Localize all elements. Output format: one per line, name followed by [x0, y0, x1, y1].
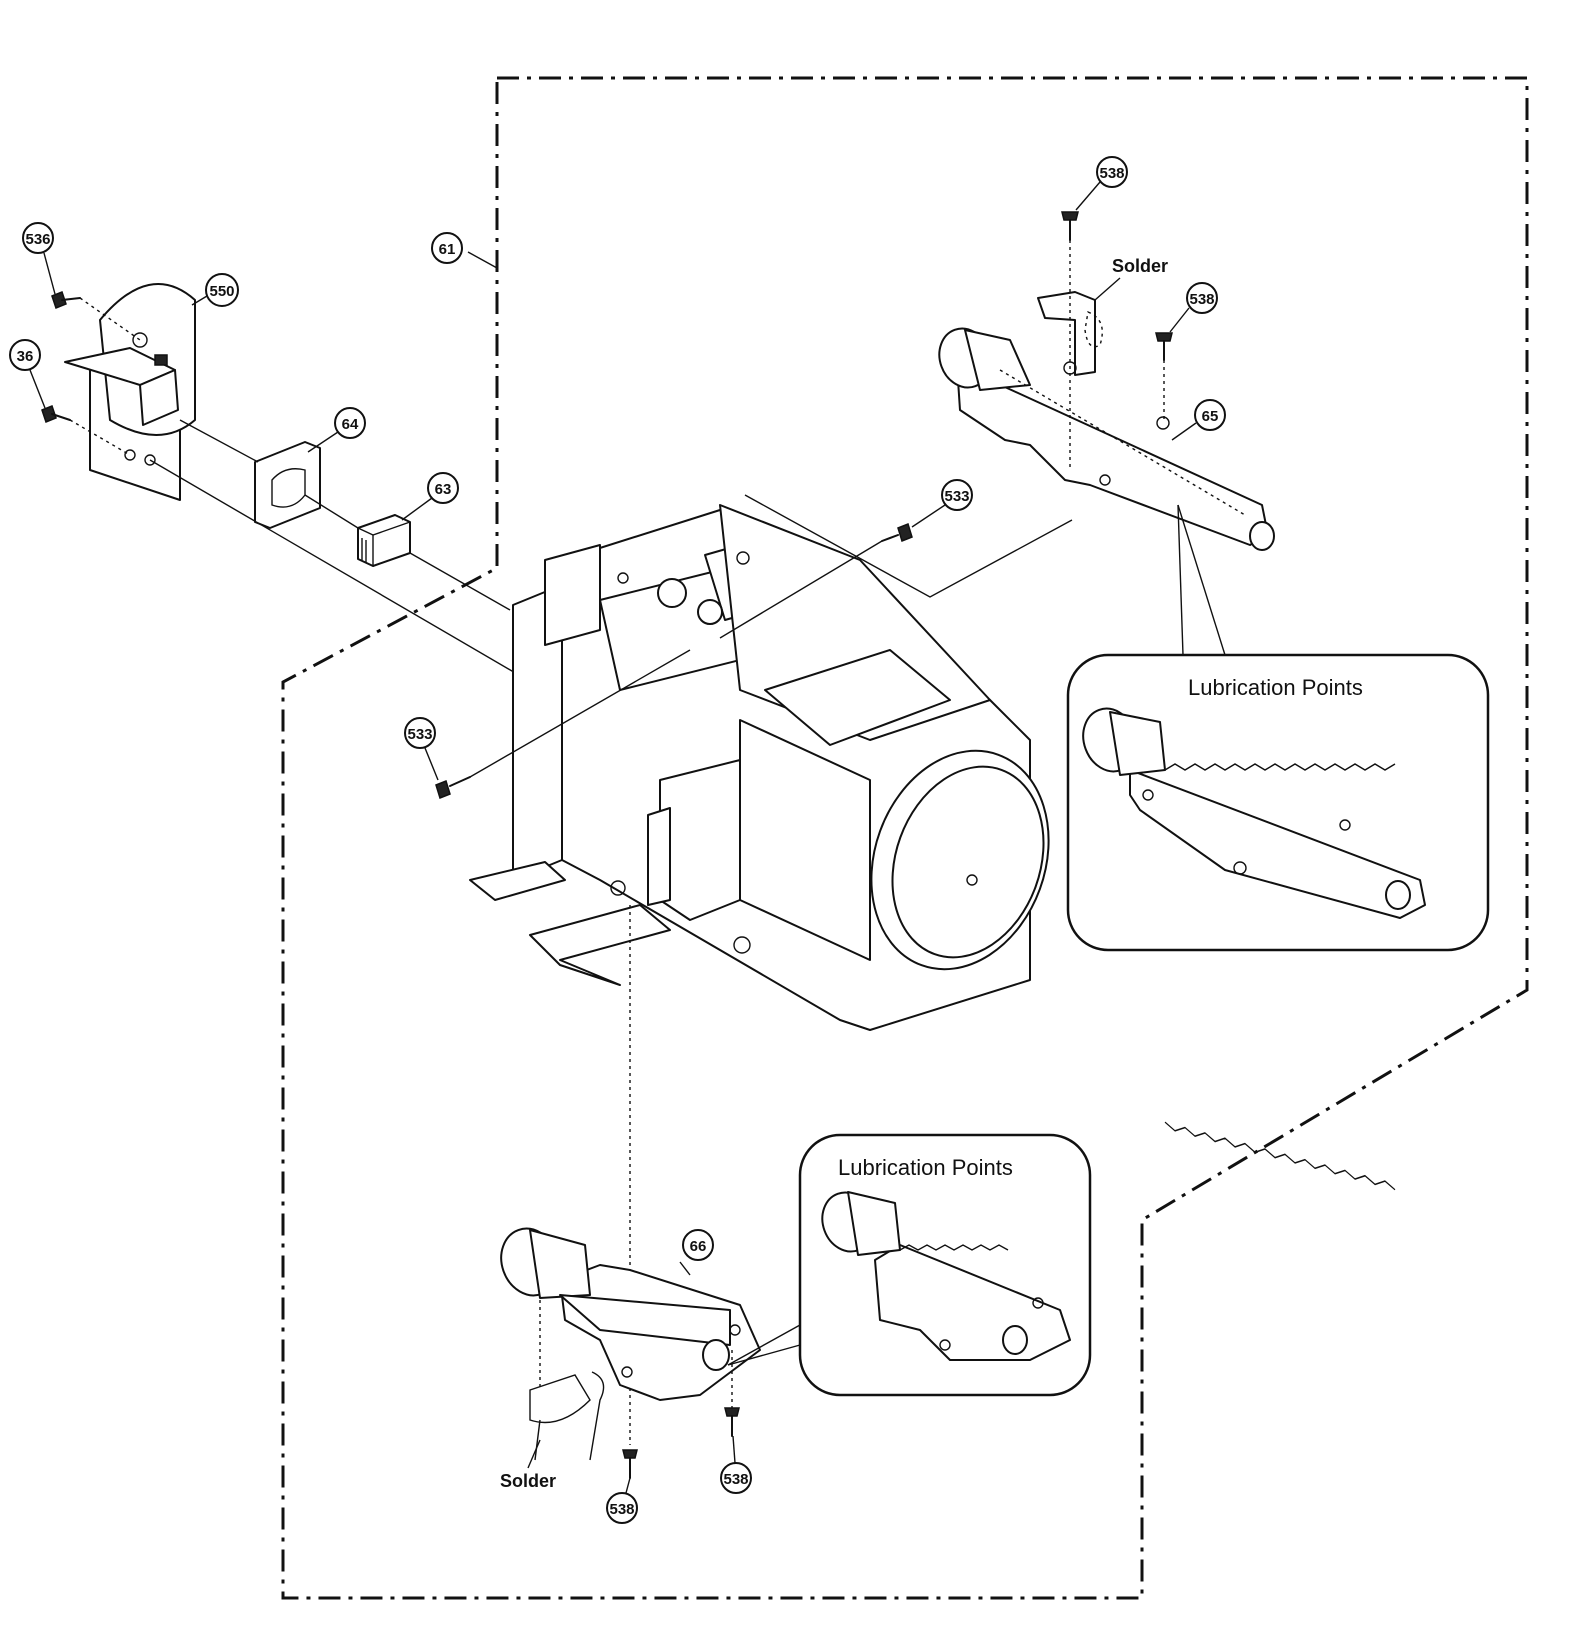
solder-label-top: Solder — [1112, 256, 1168, 276]
callout-538-top: 538 — [1096, 156, 1128, 188]
leader-61 — [467, 251, 498, 269]
camera-mechanism-body — [469, 504, 1050, 1031]
lubrication-detail-right — [1082, 707, 1426, 1191]
lubrication-points-label-bottom: Lubrication Points — [838, 1155, 1013, 1180]
svg-text:538: 538 — [1099, 165, 1124, 182]
part-66 — [500, 1227, 761, 1401]
lubrication-detail-bottom — [821, 1191, 1071, 1361]
gasket-64 — [254, 441, 321, 529]
screw-533-left — [435, 776, 471, 799]
block-63 — [357, 514, 411, 567]
lubrication-points-label-right: Lubrication Points — [1188, 675, 1363, 700]
callout-533-left: 533 — [404, 717, 436, 749]
svg-text:538: 538 — [723, 1471, 748, 1488]
screw-536-b — [41, 405, 71, 423]
callout-64: 64 — [334, 407, 366, 439]
svg-text:63: 63 — [435, 481, 452, 498]
screw-538-bottom-left — [622, 1449, 638, 1479]
callout-536-a: 536 — [22, 222, 54, 254]
solder-label-bottom: Solder — [500, 1471, 556, 1491]
rail-assembly-65 — [938, 291, 1275, 551]
screw-538-top — [1061, 211, 1079, 241]
assembly-boundary-line — [281, 76, 1529, 1600]
screw-536-a — [51, 291, 81, 309]
svg-text:36: 36 — [17, 348, 34, 365]
callout-536-b: 36 — [9, 339, 41, 371]
callout-66: 66 — [682, 1229, 714, 1261]
callout-538-bottom-left: 538 — [606, 1492, 638, 1524]
screw-538-mid — [1155, 332, 1173, 361]
bracket-550 — [64, 283, 196, 501]
callout-61: 61 — [431, 232, 463, 264]
svg-text:533: 533 — [407, 726, 432, 743]
callout-533-right: 533 — [941, 479, 973, 511]
svg-text:538: 538 — [1189, 291, 1214, 308]
screw-538-bottom-right — [724, 1407, 740, 1437]
svg-text:66: 66 — [690, 1238, 707, 1255]
svg-text:550: 550 — [209, 283, 234, 300]
svg-text:61: 61 — [439, 241, 456, 258]
callout-63: 63 — [427, 472, 459, 504]
screw-533-right — [881, 523, 913, 542]
svg-text:538: 538 — [609, 1501, 634, 1518]
callout-538-bottom-right: 538 — [720, 1462, 752, 1494]
callout-65: 65 — [1194, 399, 1226, 431]
callout-538-mid: 538 — [1186, 282, 1218, 314]
svg-text:536: 536 — [25, 231, 50, 248]
svg-text:64: 64 — [342, 416, 359, 433]
svg-text:65: 65 — [1202, 408, 1219, 425]
svg-text:533: 533 — [944, 488, 969, 505]
callout-550: 550 — [205, 273, 239, 307]
